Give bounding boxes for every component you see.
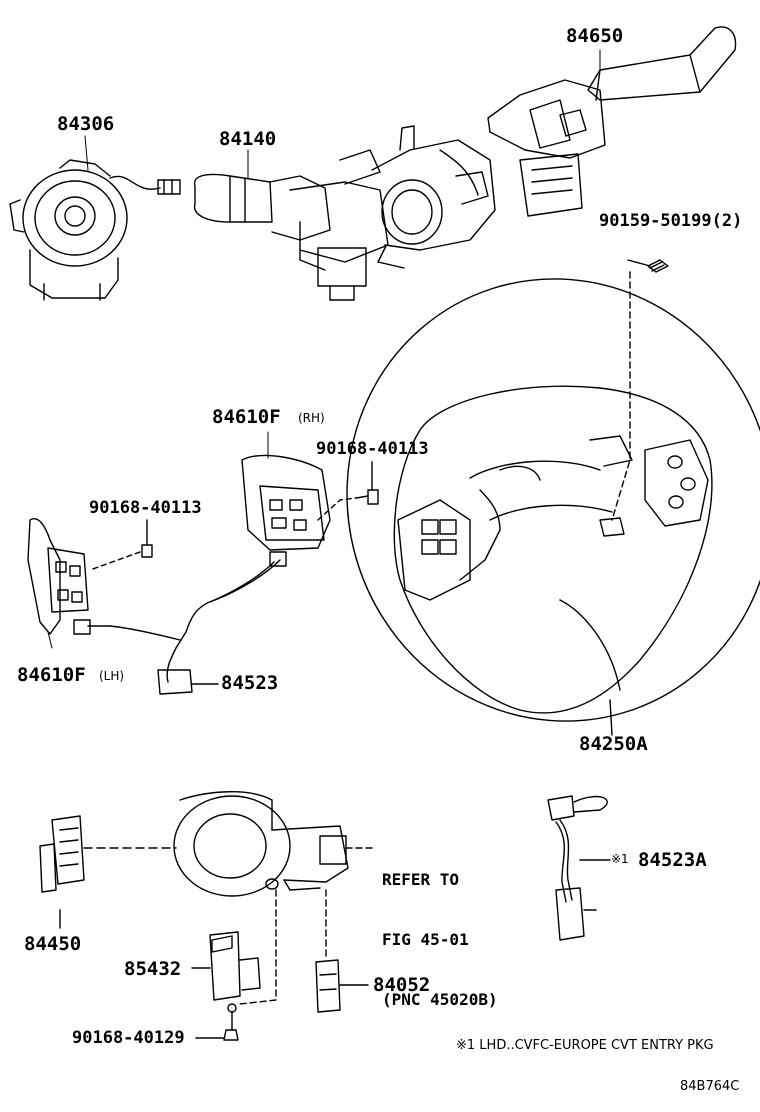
wiper-switch-drawing (487, 26, 737, 217)
label-84523a-mark: ※1 (611, 852, 629, 866)
label-90159-50199: 90159-50199 (599, 211, 712, 231)
label-84523: 84523 (221, 672, 279, 694)
label-84610f-lh: 84610F (17, 664, 86, 686)
refer-line-3: (PNC 45020B) (382, 990, 498, 1009)
switch-85432-drawing (191, 931, 261, 1013)
label-90168-40129: 90168-40129 (72, 1028, 185, 1048)
label-84523a: 84523A (638, 849, 707, 871)
leader-lines (47, 49, 601, 649)
steering-wheel-drawing (346, 278, 760, 736)
label-85432: 85432 (124, 958, 182, 980)
spiral-cable-drawing (9, 159, 181, 301)
label-84140: 84140 (219, 128, 277, 150)
label-84650: 84650 (566, 25, 624, 47)
label-90168-40113-lh: 90168-40113 (89, 498, 202, 518)
label-lh: (LH) (99, 669, 125, 683)
label-90168-40113-rh: 90168-40113 (316, 439, 429, 459)
label-84306: 84306 (57, 113, 115, 135)
label-rh: (RH) (298, 411, 325, 425)
turn-signal-switch-drawing (193, 149, 389, 301)
footnote-lhd-cvfc: ※1 LHD..CVFC-EUROPE CVT ENTRY PKG (456, 1038, 714, 1053)
bolt-90168-40113-lh-drawing (89, 519, 153, 571)
paddle-switch-rh-drawing (241, 454, 357, 551)
refer-to-note: REFER TO FIG 45-01 (PNC 45020B) (382, 830, 498, 1050)
refer-line-1: REFER TO (382, 870, 460, 889)
label-84450: 84450 (24, 933, 82, 955)
bolt-90168-40113-rh-drawing (355, 461, 379, 505)
label-90159-group: 90159-50199(2) (599, 213, 742, 231)
harness-84523-drawing (73, 551, 287, 695)
lock-unit-84450-drawing (39, 815, 177, 929)
refer-line-2: FIG 45-01 (382, 930, 469, 949)
harness-84523a-drawing (547, 795, 611, 941)
screw-leader-dashed (611, 271, 631, 521)
paddle-switch-lh-drawing (27, 518, 89, 635)
combination-switch-body-drawing (371, 125, 496, 269)
screw-90159-drawing (627, 259, 669, 273)
figure-code: 84B764C (680, 1079, 740, 1094)
steering-lock-housing-drawing (173, 791, 377, 1005)
bolt-90168-40129-drawing (195, 1011, 239, 1041)
label-84052: 84052 (373, 974, 431, 996)
switch-84052-drawing (315, 959, 369, 1013)
label-90159-qty: (2) (711, 211, 743, 231)
label-84610f-rh: 84610F (212, 406, 281, 428)
label-84250a: 84250A (579, 733, 648, 755)
